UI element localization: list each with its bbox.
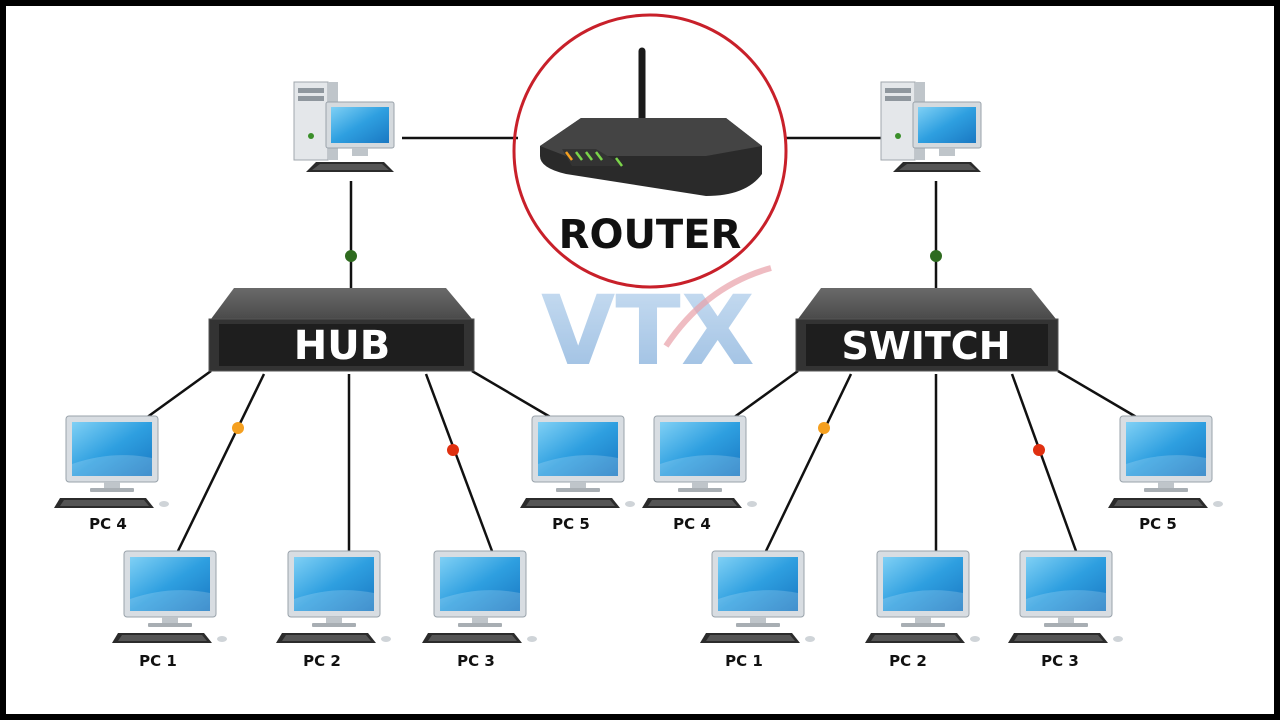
router-label: ROUTER: [559, 212, 742, 258]
pc-4-hub: [53, 415, 170, 509]
pc-4-switch: [641, 415, 758, 509]
pc-label: PC 2: [889, 652, 927, 670]
router: ROUTER: [512, 13, 788, 289]
status-dot-green: [930, 250, 942, 262]
status-dot-orange: [232, 422, 244, 434]
server-computer-right: [880, 81, 982, 173]
hub-network: HUB PC 4 PC 1 PC 2 PC 3 PC 5: [53, 288, 636, 670]
pc-label: PC 2: [303, 652, 341, 670]
pc-2-hub: [275, 550, 392, 644]
link-hub-pc: [176, 373, 266, 552]
link-switch-pc: [732, 369, 799, 420]
pc-label: PC 1: [139, 652, 177, 670]
link-hub-pc: [424, 373, 494, 552]
pc-5-hub: [519, 415, 636, 509]
switch-device: SWITCH: [795, 288, 1059, 372]
pc-label: PC 3: [457, 652, 495, 670]
link-hub-pc: [145, 369, 212, 420]
pc-2-switch: [864, 550, 981, 644]
top-links: [345, 136, 942, 288]
pc-5-switch: [1107, 415, 1224, 509]
pc-label: PC 4: [89, 515, 127, 533]
router-highlight-circle: [512, 13, 788, 289]
pc-label: PC 3: [1041, 652, 1079, 670]
hub-label: HUB: [294, 323, 390, 369]
pc-label: PC 4: [673, 515, 711, 533]
pc-1-hub: [111, 550, 228, 644]
router-icon: [540, 47, 762, 196]
switch-network: SWITCH PC 4 PC 1 PC 2 PC 3 PC 5: [641, 288, 1224, 670]
diagram-canvas: VTX ROUTER: [53, 13, 1224, 670]
hub-device: HUB: [208, 288, 475, 372]
link-hub-pc: [471, 369, 553, 420]
switch-label: SWITCH: [841, 324, 1010, 368]
pc-label: PC 5: [552, 515, 590, 533]
status-dot-orange: [818, 422, 830, 434]
status-dot-red: [1033, 444, 1045, 456]
watermark: VTX: [541, 265, 772, 387]
pc-label: PC 1: [725, 652, 763, 670]
pc-3-switch: [1007, 550, 1124, 644]
pc-3-hub: [421, 550, 538, 644]
network-diagram: VTX ROUTER: [6, 6, 1274, 714]
status-dot-green: [345, 250, 357, 262]
status-dot-red: [447, 444, 459, 456]
server-computer-left: [293, 81, 395, 173]
watermark-swoosh: [663, 265, 772, 348]
link-switch-pc: [1057, 369, 1139, 420]
pc-label: PC 5: [1139, 515, 1177, 533]
pc-1-switch: [699, 550, 816, 644]
link-switch-pc: [764, 373, 853, 552]
link-switch-pc: [1010, 373, 1078, 552]
